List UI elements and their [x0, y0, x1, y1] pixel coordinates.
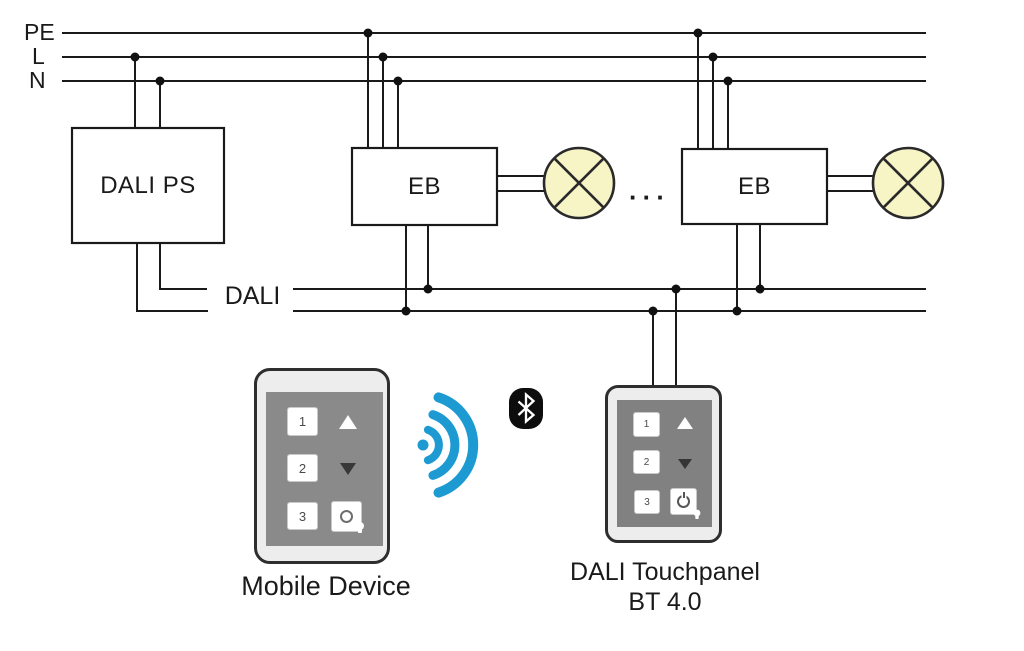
mobile-button-2-label: 2: [298, 460, 307, 476]
signal-dot: [417, 439, 429, 451]
down-arrow-icon: [340, 463, 356, 475]
mobile-device-screen: 1 2 3: [266, 392, 383, 546]
touchpanel-button-3-label: 3: [644, 496, 650, 508]
junction-dot: [363, 28, 373, 38]
junction-dot: [423, 284, 433, 294]
bluetooth-icon: [509, 388, 543, 429]
eb2-box: [680, 147, 829, 226]
junction-dot: [155, 76, 165, 86]
junction-dot: [693, 28, 703, 38]
wireless-signal-icon: [417, 392, 479, 498]
junction-dot: [393, 76, 403, 86]
lamp-cross: [882, 157, 934, 209]
junction-dot: [378, 52, 388, 62]
touchpanel-label-line2: BT 4.0: [628, 588, 702, 616]
touchpanel-label: DALI Touchpanel BT 4.0: [555, 557, 775, 617]
eb1-label: EB: [407, 172, 441, 200]
touchpanel-button-1: 1: [633, 412, 660, 437]
signal-arcs: [423, 392, 479, 498]
bluetooth-rune: [517, 391, 536, 425]
junction-dot: [732, 306, 742, 316]
dali-touchpanel: 1 2 3: [605, 385, 722, 543]
lamp-cross: [553, 157, 605, 209]
mobile-button-1-label: 1: [298, 414, 307, 429]
touchpanel-button-2-label: 2: [643, 456, 650, 468]
junction-dot: [401, 306, 411, 316]
touchpanel-power-button: [670, 488, 697, 515]
junction-dot: [130, 52, 140, 62]
lightbulb-icon: [356, 522, 364, 533]
junction-dot: [723, 76, 733, 86]
touchpanel-button-2: 2: [633, 450, 660, 474]
eb2-label: EB: [737, 172, 771, 200]
mobile-button-3-label: 3: [298, 508, 307, 524]
ellipsis-dots: ···: [629, 182, 670, 212]
mobile-button-3: 3: [287, 502, 318, 530]
down-arrow-icon: [678, 459, 692, 469]
dali-ps-label: DALI PS: [100, 171, 196, 199]
lightbulb-icon: [693, 509, 701, 519]
junction-dot: [671, 284, 681, 294]
dali-ps-box: [70, 126, 226, 245]
touchpanel-button-1-label: 1: [643, 419, 650, 430]
eb1-box: [350, 146, 499, 227]
junction-dot: [708, 52, 718, 62]
junction-dot: [755, 284, 765, 294]
mobile-button-2: 2: [287, 454, 318, 482]
mobile-device: 1 2 3: [254, 368, 390, 564]
circle-icon: [340, 510, 353, 523]
n-label: N: [29, 67, 46, 93]
up-arrow-icon: [339, 415, 357, 429]
l-label: L: [32, 43, 45, 69]
touchpanel-button-3: 3: [634, 490, 660, 514]
power-icon: [677, 495, 690, 508]
touchpanel-screen: 1 2 3: [617, 400, 712, 527]
mobile-device-label: Mobile Device: [241, 571, 411, 601]
up-arrow-icon: [677, 417, 693, 429]
touchpanel-label-line1: DALI Touchpanel: [570, 558, 760, 586]
junction-dot: [648, 306, 658, 316]
mobile-button-1: 1: [287, 407, 318, 436]
dali-bus-label: DALI: [224, 282, 281, 310]
pe-label: PE: [24, 19, 55, 45]
